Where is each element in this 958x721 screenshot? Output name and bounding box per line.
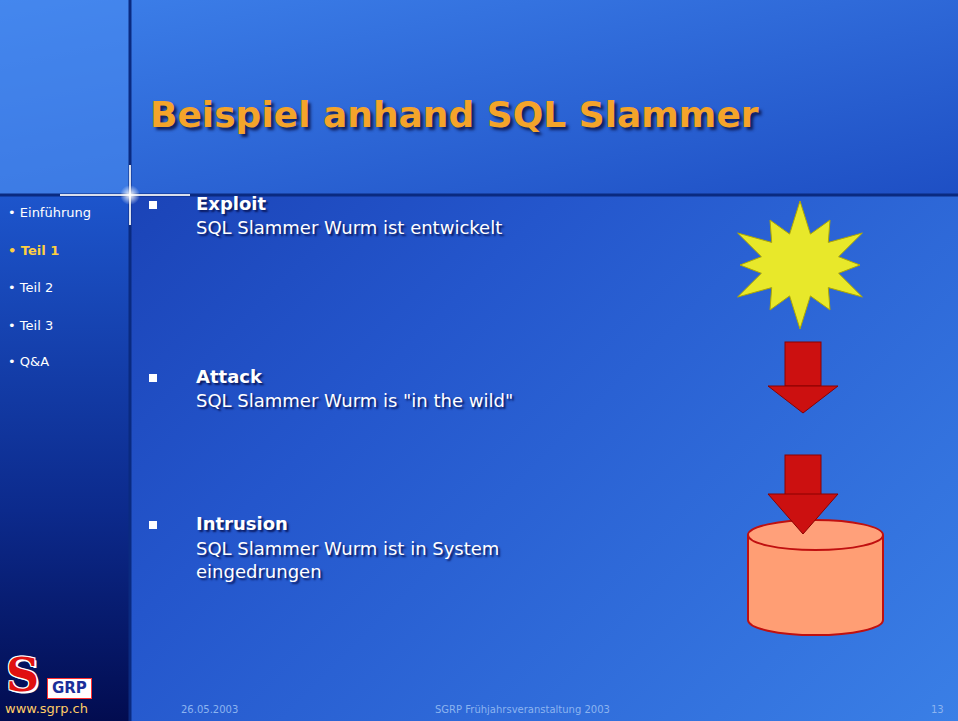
bullet-heading: Intrusion [196, 513, 288, 535]
title-rule [0, 194, 958, 197]
footer-event: SGRP Frühjahrsveranstaltung 2003 [435, 704, 610, 716]
sidebar-top [0, 0, 130, 195]
flare-dot [120, 185, 140, 205]
logo-text: GRP [47, 678, 92, 699]
bullet-square [149, 374, 157, 382]
database-cylinder [748, 520, 883, 635]
explosion-starburst [738, 201, 863, 329]
slide-title: Beispiel anhand SQL Slammer [150, 93, 759, 136]
bullet-square [149, 201, 157, 209]
bullet-text: SQL Slammer Wurm is "in the wild" [196, 390, 513, 412]
logo-letter: S [6, 652, 39, 698]
nav-item: • Q&A [8, 354, 49, 370]
footer-date: 26.05.2003 [181, 704, 238, 716]
sidebar-rule [129, 0, 132, 721]
nav-item: • Teil 3 [8, 318, 53, 334]
page-number: 13 [931, 704, 944, 716]
arrow-intrusion [785, 455, 821, 495]
bullet-text: SQL Slammer Wurm ist in System eingedrun… [196, 537, 541, 584]
bullet-heading: Exploit [196, 193, 266, 215]
nav-item: • Einführung [8, 205, 91, 221]
nav-item-active: • Teil 1 [8, 243, 59, 259]
bullet-heading: Attack [196, 366, 262, 388]
title-band [0, 0, 958, 195]
website-url: www.sgrp.ch [5, 701, 88, 717]
sidebar [0, 195, 130, 721]
nav-item: • Teil 2 [8, 280, 53, 296]
bullet-square [149, 521, 157, 529]
arrow-attack [768, 342, 838, 413]
bullet-text: SQL Slammer Wurm ist entwickelt [196, 217, 502, 239]
arrow-intrusion-head [768, 494, 838, 534]
